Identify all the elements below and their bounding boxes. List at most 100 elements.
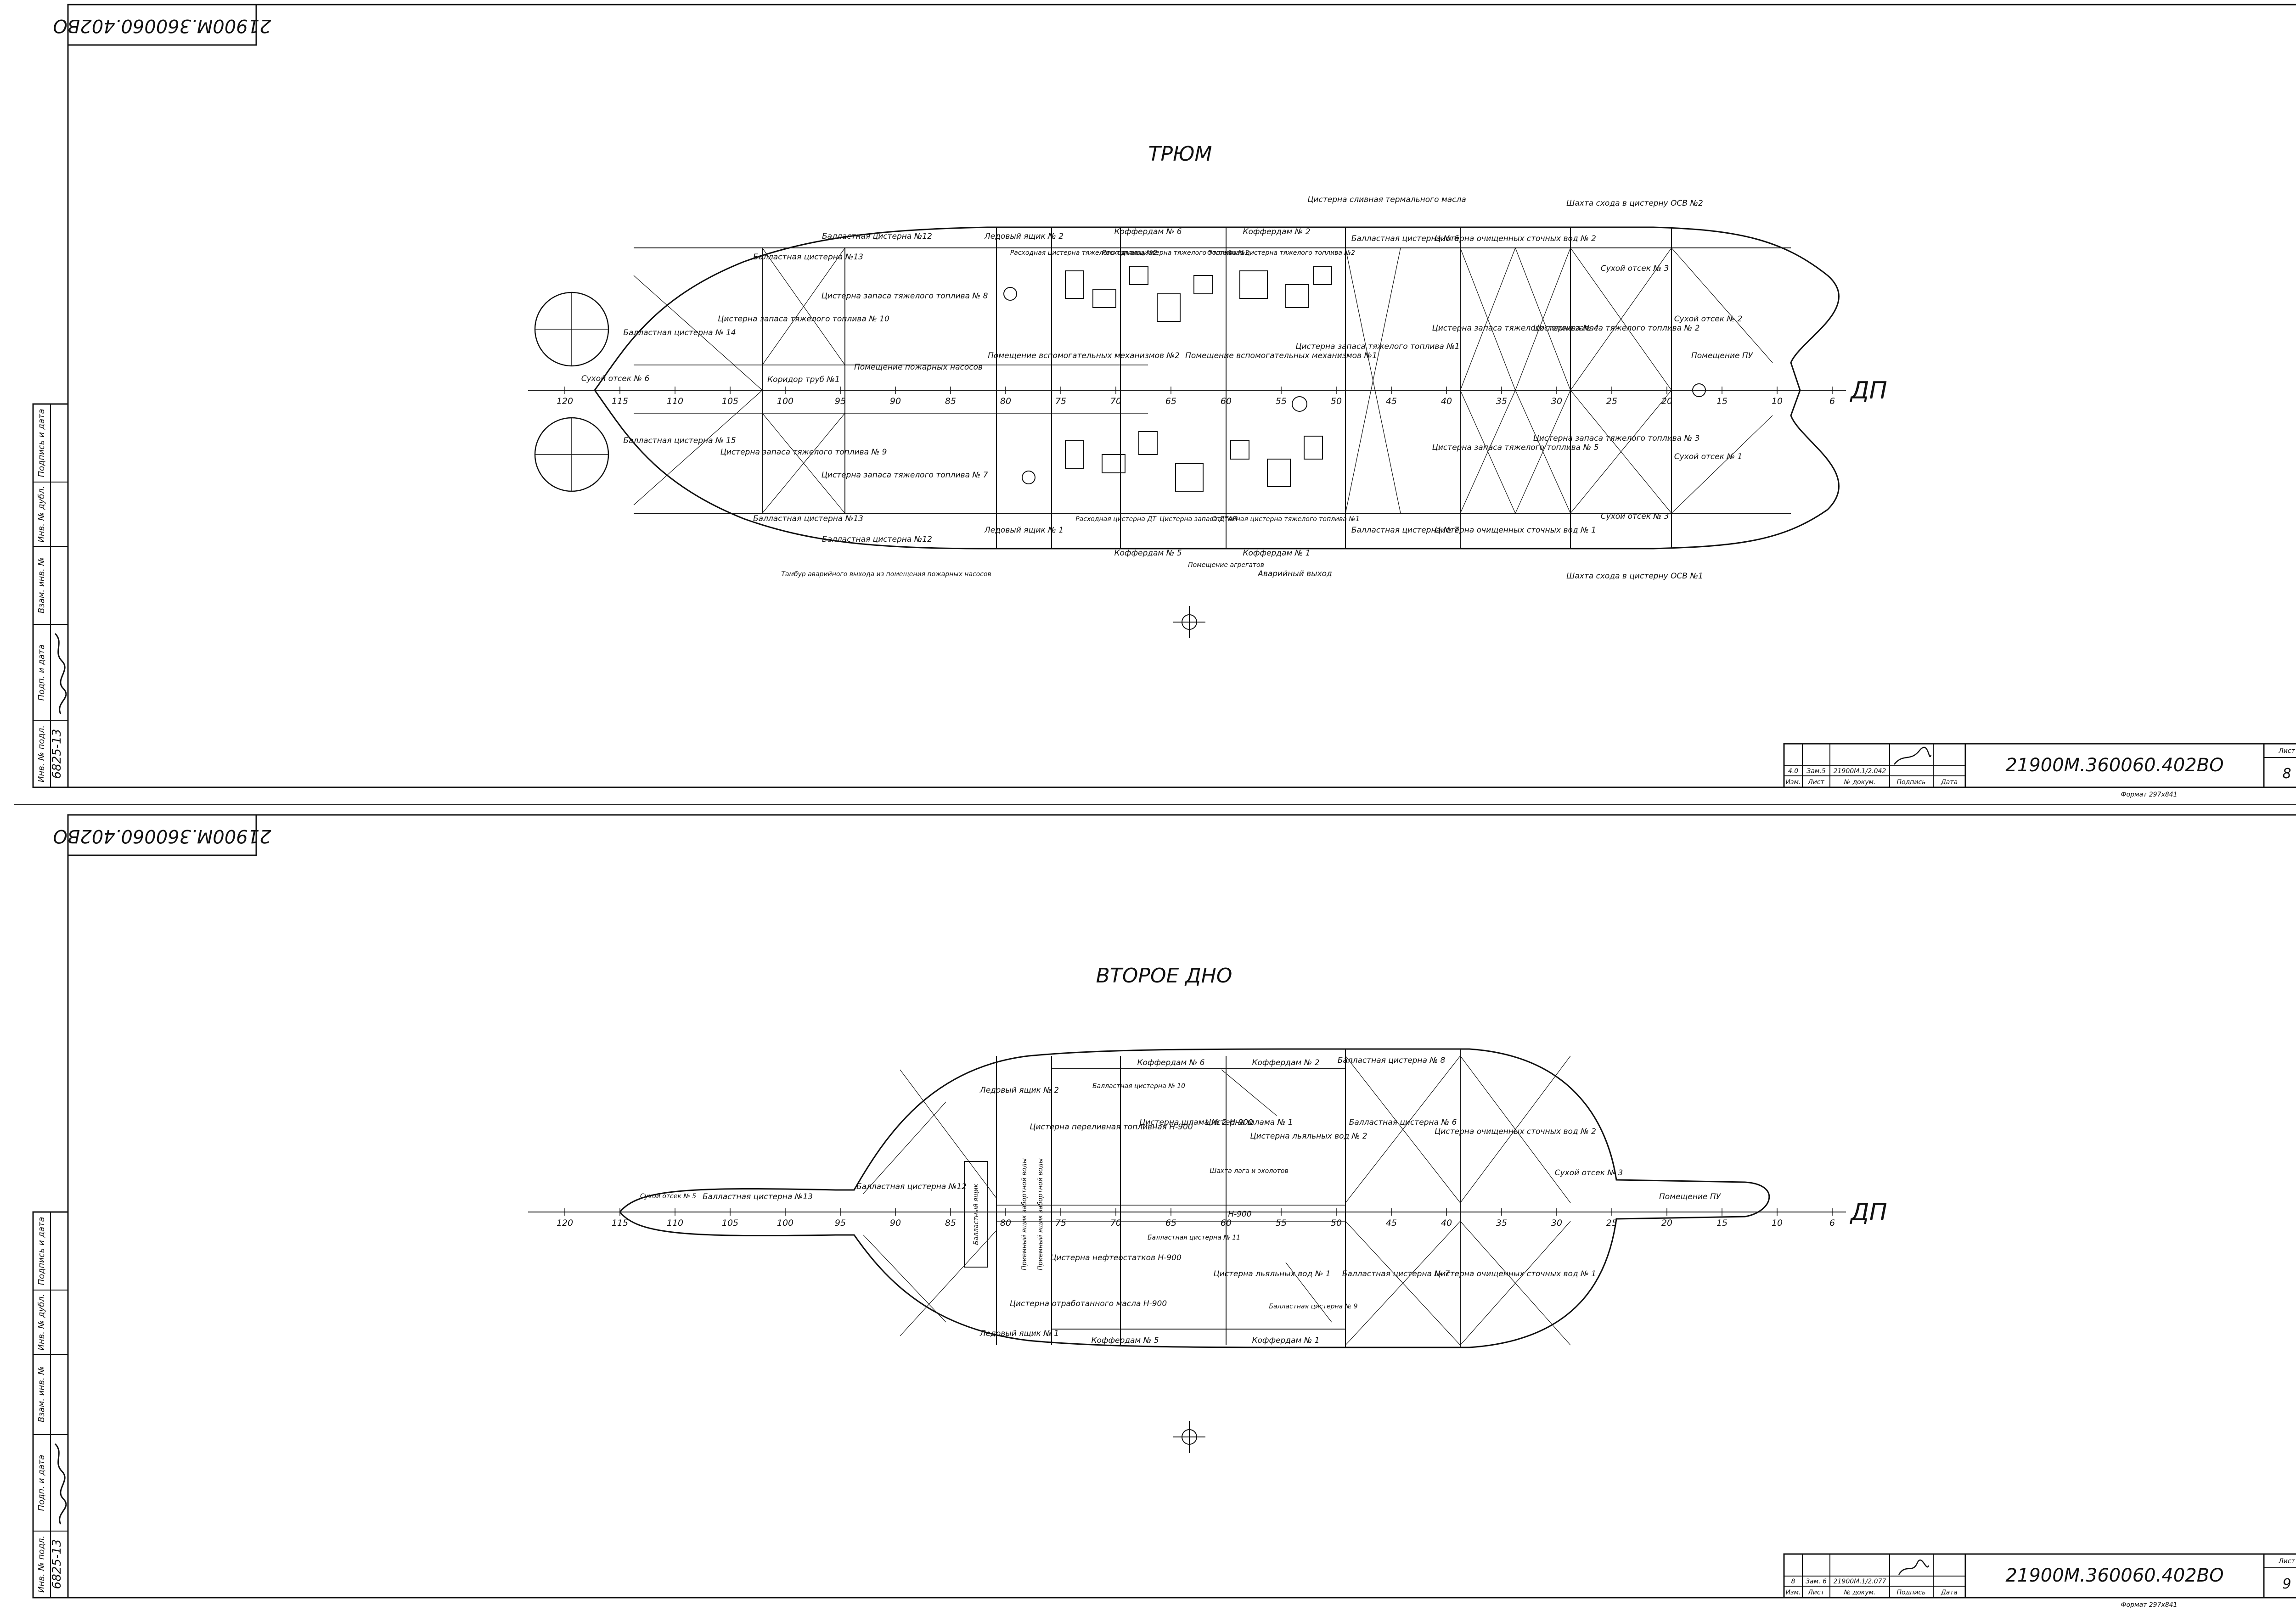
- frame-85: 85: [945, 396, 956, 406]
- sheet-2-title: ВТОРОЕ ДНО: [1096, 964, 1232, 988]
- rev2-signature: [1898, 1559, 1930, 1575]
- rev-doc: 21900М.1/2.042: [1834, 768, 1886, 775]
- label-pipe-corridor: Коридор труб №1: [767, 375, 840, 384]
- sheet-2-code-box: [67, 814, 257, 856]
- label-ballast-12-top: Балластная цистерна №12: [822, 232, 932, 241]
- l2-bilge-2: Цистерна льяльных вод № 2: [1250, 1132, 1367, 1141]
- handwritten-inv-number: 6825-13: [50, 729, 64, 779]
- l2-sludge-1: Цистерна шлама № 1: [1205, 1118, 1293, 1127]
- rev-signature: [1894, 746, 1932, 765]
- frame-75: 75: [1055, 396, 1066, 406]
- label-settling-tank-1: Отстойная цистерна тяжелого топлива №1: [1212, 516, 1360, 523]
- sheet-2-number: 9: [2282, 1576, 2291, 1592]
- frame2-55: 55: [1276, 1218, 1287, 1228]
- frame-100: 100: [777, 396, 793, 406]
- label-ice-box-2: Ледовый ящик № 2: [984, 232, 1064, 241]
- sheet-1-list-label: Лист: [2278, 747, 2295, 755]
- frame2-75: 75: [1055, 1218, 1066, 1228]
- frame-35: 35: [1496, 396, 1507, 406]
- stamp2-h-izm: Изм.: [1786, 1589, 1801, 1596]
- rev2-doc: 21900М.1/2.077: [1834, 1578, 1886, 1585]
- label-storage-dtap: Цистерна запаса ДТАП: [1159, 516, 1238, 523]
- l2-oil-residue: Цистерна нефтеостатков H-900: [1050, 1253, 1182, 1262]
- stamp-h-list: Лист: [1807, 779, 1824, 786]
- sheet-1-frame-ticks: [564, 387, 1833, 394]
- frame-120: 120: [557, 396, 573, 406]
- label-pu-room-1: Помещение ПУ: [1691, 351, 1754, 360]
- l2-ballast-13: Балластная цистерна №13: [703, 1192, 813, 1201]
- frame2-30: 30: [1551, 1218, 1562, 1228]
- label-dry-6: Сухой отсек № 6: [581, 374, 650, 383]
- frame2-45: 45: [1386, 1218, 1397, 1228]
- l2-sewage-2: Цистерна очищенных сточных вод № 2: [1435, 1127, 1596, 1136]
- frame-90: 90: [890, 396, 901, 406]
- sheet-2: 21900М.360060.402ВО Подпись и дата Инв. …: [32, 814, 2296, 1609]
- frame-115: 115: [612, 396, 628, 406]
- stamp2-h-list: Лист: [1807, 1589, 1824, 1596]
- label-fuel-7: Цистерна запаса тяжелого топлива № 7: [822, 471, 988, 480]
- l2-bilge-1: Цистерна льяльных вод № 1: [1213, 1269, 1330, 1279]
- side-label-signature-2: Подпись и дата: [37, 1217, 46, 1285]
- frame-20: 20: [1661, 396, 1672, 406]
- label-fuel-3: Цистерна запаса тяжелого топлива № 3: [1533, 434, 1700, 443]
- frame2-15: 15: [1716, 1218, 1728, 1228]
- l2-dry-3: Сухой отсек № 3: [1555, 1168, 1623, 1178]
- sheet-2-format: Формат 297х841: [2121, 1601, 2178, 1609]
- l2-dry-5: Сухой отсек № 5: [640, 1193, 696, 1200]
- sheet-2-centerline-label: ДП: [1850, 1199, 1887, 1226]
- label-service-tank-2b: Расходная цистерна тяжелого топлива №2: [1102, 249, 1249, 257]
- hull-outline-hold: [594, 226, 1840, 550]
- label-fuel-9: Цистерна запаса тяжелого топлива № 9: [720, 448, 887, 457]
- sheet-2-frame-ticks: [564, 1208, 1833, 1216]
- side-label-sign-date: Подп. и дата: [37, 645, 46, 701]
- side-label-inv-2: Инв. № подл.: [37, 1536, 46, 1593]
- propellers: [534, 292, 609, 492]
- sheet-1-frame-numbers: 120 115 110 105 100 95 90 85 80 75 70 65…: [557, 396, 1835, 406]
- side-label-dup: Инв. № дубл.: [37, 486, 46, 542]
- l2-overflow-tank: Цистерна переливная топливная H-900: [1030, 1122, 1193, 1132]
- handwritten-signature-2: [54, 1443, 67, 1525]
- machinery-symbols: [1003, 266, 1706, 492]
- rev-izm: 4.0: [1788, 768, 1798, 775]
- frame2-20: 20: [1661, 1218, 1672, 1228]
- label-fuel-1: Цистерна запаса тяжелого топлива №1: [1295, 342, 1459, 351]
- label-dry-3-top: Сухой отсек № 3: [1601, 264, 1669, 273]
- sheet-2-compass-icon: [1173, 1421, 1205, 1453]
- side-label-sign-date-2: Подп. и дата: [37, 1455, 46, 1511]
- frame2-110: 110: [667, 1218, 683, 1228]
- label-drain-oil-tank: Цистерна сливная термального масла: [1307, 195, 1466, 204]
- l2-waste-oil: Цистерна отработанного масла H-900: [1010, 1299, 1167, 1308]
- l2-ballast-9: Балластная цистерна № 9: [1269, 1303, 1357, 1310]
- l2-h900: H-900: [1228, 1210, 1251, 1219]
- sheet-2-compartment-labels: Коффердам № 6 Коффердам № 2 Балластная ц…: [640, 1056, 1722, 1345]
- label-fuel-8: Цистерна запаса тяжелого топлива № 8: [822, 292, 988, 301]
- rev-list: Зам.5: [1806, 768, 1826, 775]
- l2-ballast-11: Балластная цистерна № 11: [1148, 1234, 1240, 1241]
- label-ballast-12-bottom: Балластная цистерна №12: [822, 535, 932, 544]
- l2-ballast-10: Балластная цистерна № 10: [1092, 1083, 1185, 1090]
- sheet-2-title-block: 8 Зам. 6 21900М.1/2.077 Изм. Лист № доку…: [1783, 1553, 2296, 1609]
- frame-70: 70: [1110, 396, 1121, 406]
- label-fuel-2: Цистерна запаса тяжелого топлива № 2: [1533, 324, 1700, 333]
- label-dry-1: Сухой отсек № 1: [1674, 452, 1743, 461]
- l2-sewage-1: Цистерна очищенных сточных вод № 1: [1435, 1269, 1596, 1279]
- sheet-1-border: [67, 4, 2296, 788]
- handwritten-inv-number-2: 6825-13: [50, 1539, 64, 1589]
- sheet-2-code: 21900М.360060.402ВО: [2005, 1565, 2223, 1586]
- l2-ice-box-2: Ледовый ящик № 2: [979, 1086, 1059, 1095]
- label-osv-shaft-2: Шахта схода в цистерну ОСВ №2: [1566, 199, 1703, 208]
- label-fire-pump-room: Помещение пожарных насосов: [854, 363, 983, 372]
- frame2-80: 80: [1000, 1218, 1011, 1228]
- l2-sludge-2: Цистерна шлама № 2 H-900: [1139, 1118, 1253, 1127]
- stamp2-h-doc: № докум.: [1843, 1589, 1875, 1596]
- stamp-h-izm: Изм.: [1786, 779, 1801, 786]
- label-cofferdam-6: Коффердам № 6: [1114, 227, 1182, 236]
- sheet-1-side-strip: Подпись и дата Инв. № дубл. Взам. инв. №…: [32, 403, 69, 788]
- sheet-2-list-label: Лист: [2278, 1558, 2295, 1565]
- l2-cofferdam-5: Коффердам № 5: [1091, 1336, 1159, 1345]
- label-ballast-14: Балластная цистерна № 14: [623, 328, 736, 337]
- frame-40: 40: [1441, 396, 1452, 406]
- l2-cofferdam-1: Коффердам № 1: [1252, 1336, 1319, 1345]
- l2-seawater-box-b: Приемный ящик забортной воды: [1037, 1158, 1044, 1270]
- label-aggregate-room: Помещение агрегатов: [1188, 561, 1264, 569]
